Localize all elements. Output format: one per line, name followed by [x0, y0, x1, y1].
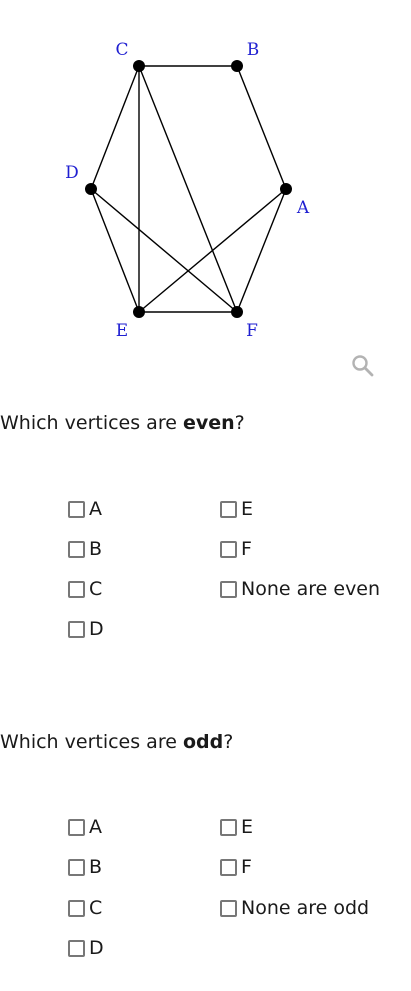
question-even-suffix: ? — [234, 412, 245, 434]
option-label: D — [89, 937, 104, 959]
checkbox[interactable] — [68, 858, 85, 876]
option-label: A — [89, 498, 102, 520]
option-label: C — [89, 578, 103, 600]
magnifier-icon[interactable] — [350, 353, 376, 379]
checkbox[interactable] — [68, 620, 85, 638]
option-label: D — [89, 618, 104, 640]
checkbox[interactable] — [68, 500, 85, 518]
checkbox[interactable] — [220, 540, 237, 558]
checkbox[interactable] — [68, 540, 85, 558]
even-option-b[interactable]: B — [68, 537, 102, 561]
graph-edges — [90, 65, 287, 313]
option-label: F — [241, 538, 252, 560]
checkbox[interactable] — [68, 939, 85, 957]
vertex-label-e: E — [116, 321, 128, 341]
edge-d-f — [90, 188, 238, 313]
odd-option-f[interactable]: F — [220, 855, 252, 879]
graph-figure: A B C D E F — [65, 40, 310, 341]
graph-vertex-labels: A B C D E F — [65, 40, 310, 341]
odd-option-b[interactable]: B — [68, 855, 102, 879]
checkbox[interactable] — [68, 580, 85, 598]
option-label: A — [89, 816, 102, 838]
vertex-label-d: D — [65, 163, 79, 183]
question-odd-suffix: ? — [223, 731, 234, 753]
odd-option-e[interactable]: E — [220, 815, 253, 839]
question-even: Which vertices are even? — [0, 412, 245, 434]
even-option-c[interactable]: C — [68, 577, 102, 601]
checkbox[interactable] — [68, 818, 85, 836]
option-label: None are odd — [241, 897, 370, 919]
vertex-a — [280, 183, 292, 195]
question-odd: Which vertices are odd? — [0, 731, 233, 753]
graph-vertices — [85, 60, 292, 318]
vertex-f — [231, 306, 243, 318]
option-label: F — [241, 856, 252, 878]
vertex-label-f: F — [246, 321, 258, 341]
checkbox[interactable] — [220, 580, 237, 598]
edge-c-f — [138, 65, 238, 313]
even-option-e[interactable]: E — [220, 497, 253, 521]
odd-option-c[interactable]: C — [68, 896, 102, 920]
option-label: B — [89, 856, 103, 878]
checkbox[interactable] — [68, 899, 85, 917]
even-option-none[interactable]: None are even — [220, 577, 380, 601]
option-label: C — [89, 897, 103, 919]
vertex-e — [133, 306, 145, 318]
checkbox[interactable] — [220, 858, 237, 876]
odd-option-a[interactable]: A — [68, 815, 102, 839]
checkbox[interactable] — [220, 500, 237, 518]
even-option-f[interactable]: F — [220, 537, 252, 561]
edge-c-d — [90, 65, 140, 190]
question-even-prefix: Which vertices are — [0, 412, 183, 434]
vertex-label-b: B — [247, 40, 260, 60]
even-option-a[interactable]: A — [68, 497, 102, 521]
vertex-b — [231, 60, 243, 72]
even-option-d[interactable]: D — [68, 617, 104, 641]
question-odd-keyword: odd — [182, 731, 224, 753]
option-label: E — [241, 816, 254, 838]
option-label: B — [89, 538, 103, 560]
option-label: None are even — [241, 578, 381, 600]
edge-d-e — [90, 188, 140, 313]
odd-option-none[interactable]: None are odd — [220, 896, 369, 920]
checkbox[interactable] — [220, 899, 237, 917]
vertex-d — [85, 183, 97, 195]
edge-b-a — [236, 65, 287, 190]
vertex-c — [133, 60, 145, 72]
checkbox[interactable] — [220, 818, 237, 836]
option-label: E — [241, 498, 254, 520]
vertex-label-c: C — [115, 40, 128, 60]
question-even-keyword: even — [182, 412, 235, 434]
edge-a-f — [236, 188, 287, 313]
odd-option-d[interactable]: D — [68, 936, 104, 960]
question-odd-prefix: Which vertices are — [0, 731, 183, 753]
vertex-label-a: A — [296, 198, 310, 218]
